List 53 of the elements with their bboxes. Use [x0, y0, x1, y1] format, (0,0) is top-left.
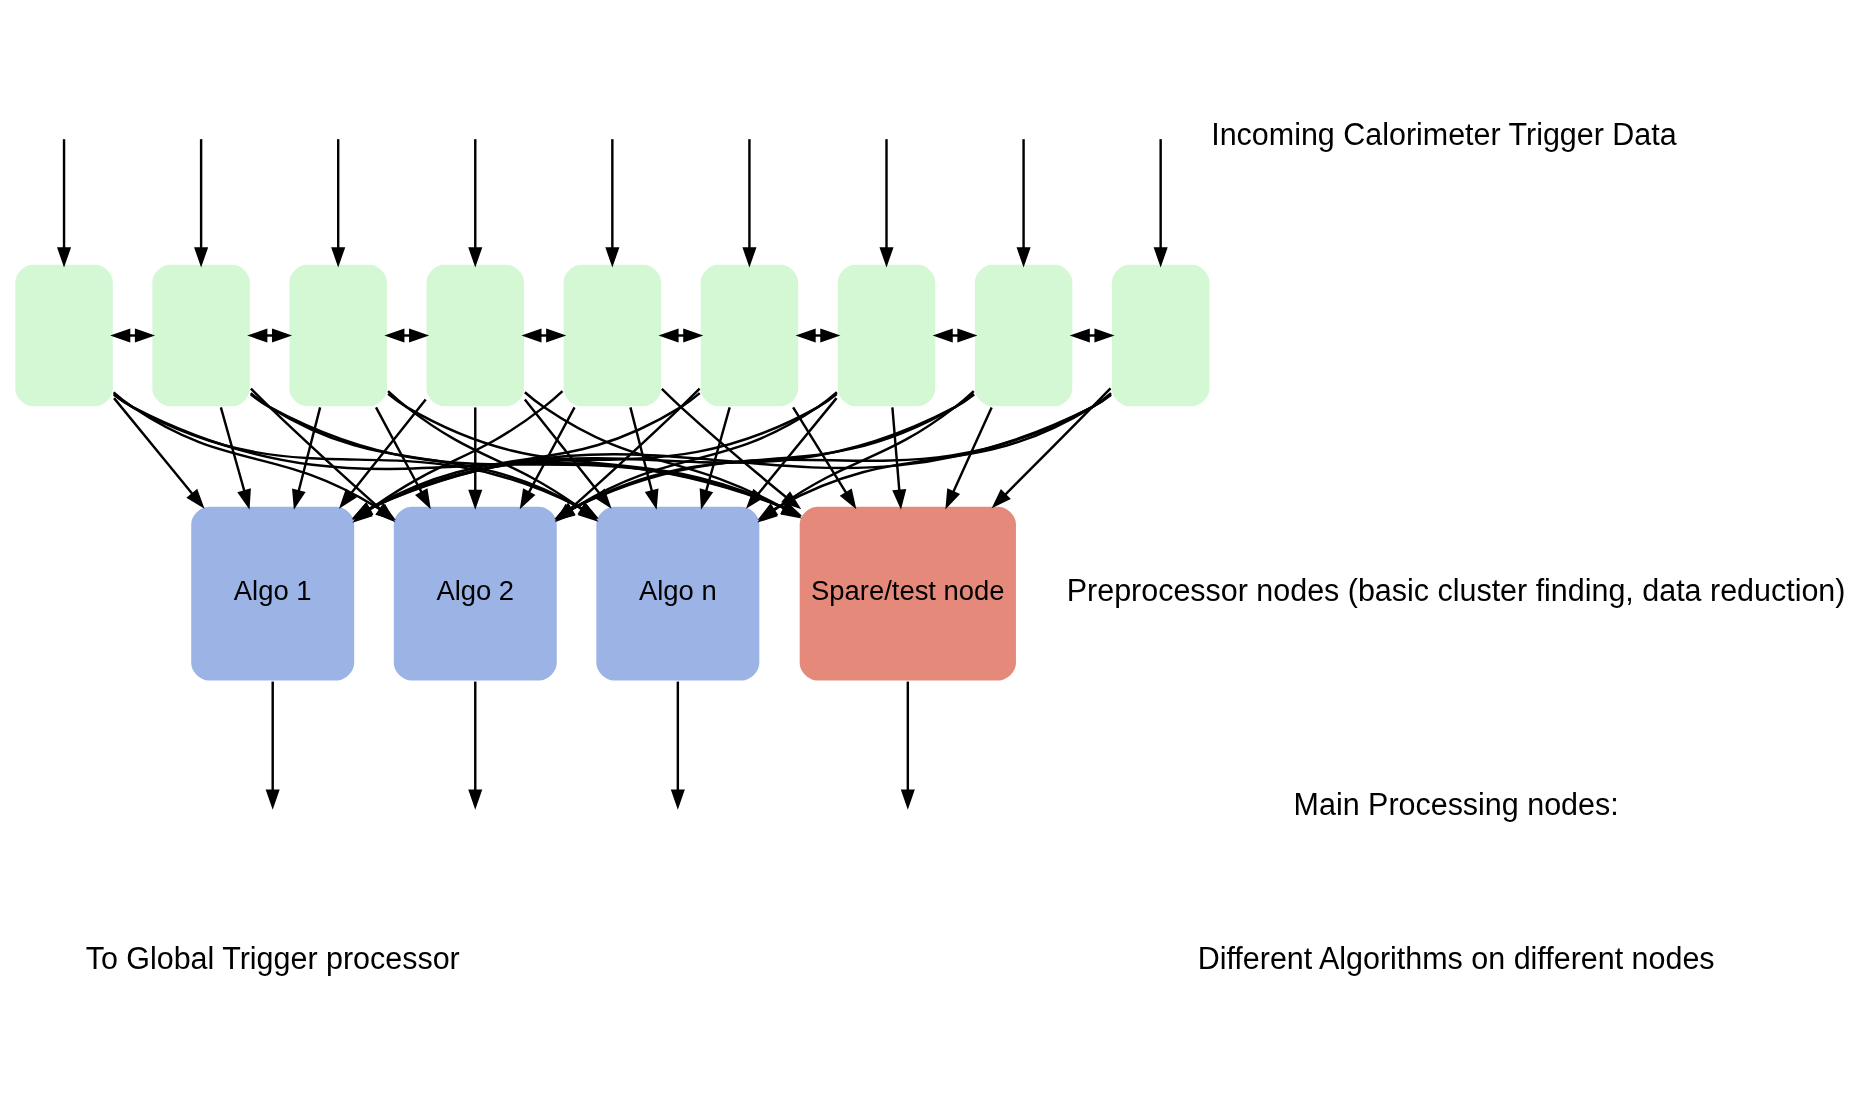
arrow [1069, 328, 1115, 343]
arrow [792, 406, 857, 510]
arrow [265, 681, 280, 810]
node-box [1110, 263, 1211, 408]
label: To Global Trigger processor [85, 941, 460, 976]
arrow [194, 139, 209, 268]
arrow [468, 681, 483, 810]
arrow [384, 328, 430, 343]
arrow [900, 681, 915, 810]
arrow [331, 139, 346, 268]
arrow [658, 328, 704, 343]
arrow [605, 139, 620, 268]
node-box: Spare/test node [798, 505, 1018, 682]
arrow [891, 407, 907, 510]
label: Incoming Calorimeter Trigger Data [1211, 117, 1677, 152]
arrow [292, 407, 322, 510]
arrow [795, 328, 841, 343]
node-box: Algo n [594, 505, 761, 682]
arrow [757, 392, 1112, 520]
label: Preprocessor nodes (basic cluster finding, data reduction) [1066, 573, 1846, 608]
arrow [338, 398, 427, 509]
label: Different Algorithms on different nodes [1197, 941, 1715, 976]
arrow [945, 406, 993, 510]
arrow [468, 139, 483, 268]
node-box [562, 263, 663, 408]
arrow [629, 407, 659, 510]
arrow [110, 328, 156, 343]
arrow [932, 328, 978, 343]
arrow [991, 387, 1112, 509]
arrow [521, 328, 567, 343]
arrow [742, 139, 757, 268]
node-box [150, 263, 252, 408]
arrow [879, 139, 894, 268]
arrow [670, 681, 685, 810]
node-box [425, 263, 526, 408]
node-box: Algo 1 [189, 505, 356, 682]
node-box [287, 263, 389, 408]
node-box [13, 263, 115, 408]
node-box [699, 263, 800, 408]
arrow [1016, 139, 1031, 268]
label: Main Processing nodes: [1293, 787, 1619, 822]
arrow [519, 406, 576, 510]
arrow [468, 407, 483, 510]
arrow [113, 397, 205, 509]
node-box [836, 263, 937, 408]
arrow [219, 407, 251, 510]
arrow [57, 139, 72, 268]
arrow [1153, 139, 1168, 268]
arrow [247, 328, 293, 343]
arrow [374, 406, 431, 510]
node-box: Algo 2 [392, 505, 559, 682]
arrow [699, 407, 731, 510]
node-box [973, 263, 1074, 408]
